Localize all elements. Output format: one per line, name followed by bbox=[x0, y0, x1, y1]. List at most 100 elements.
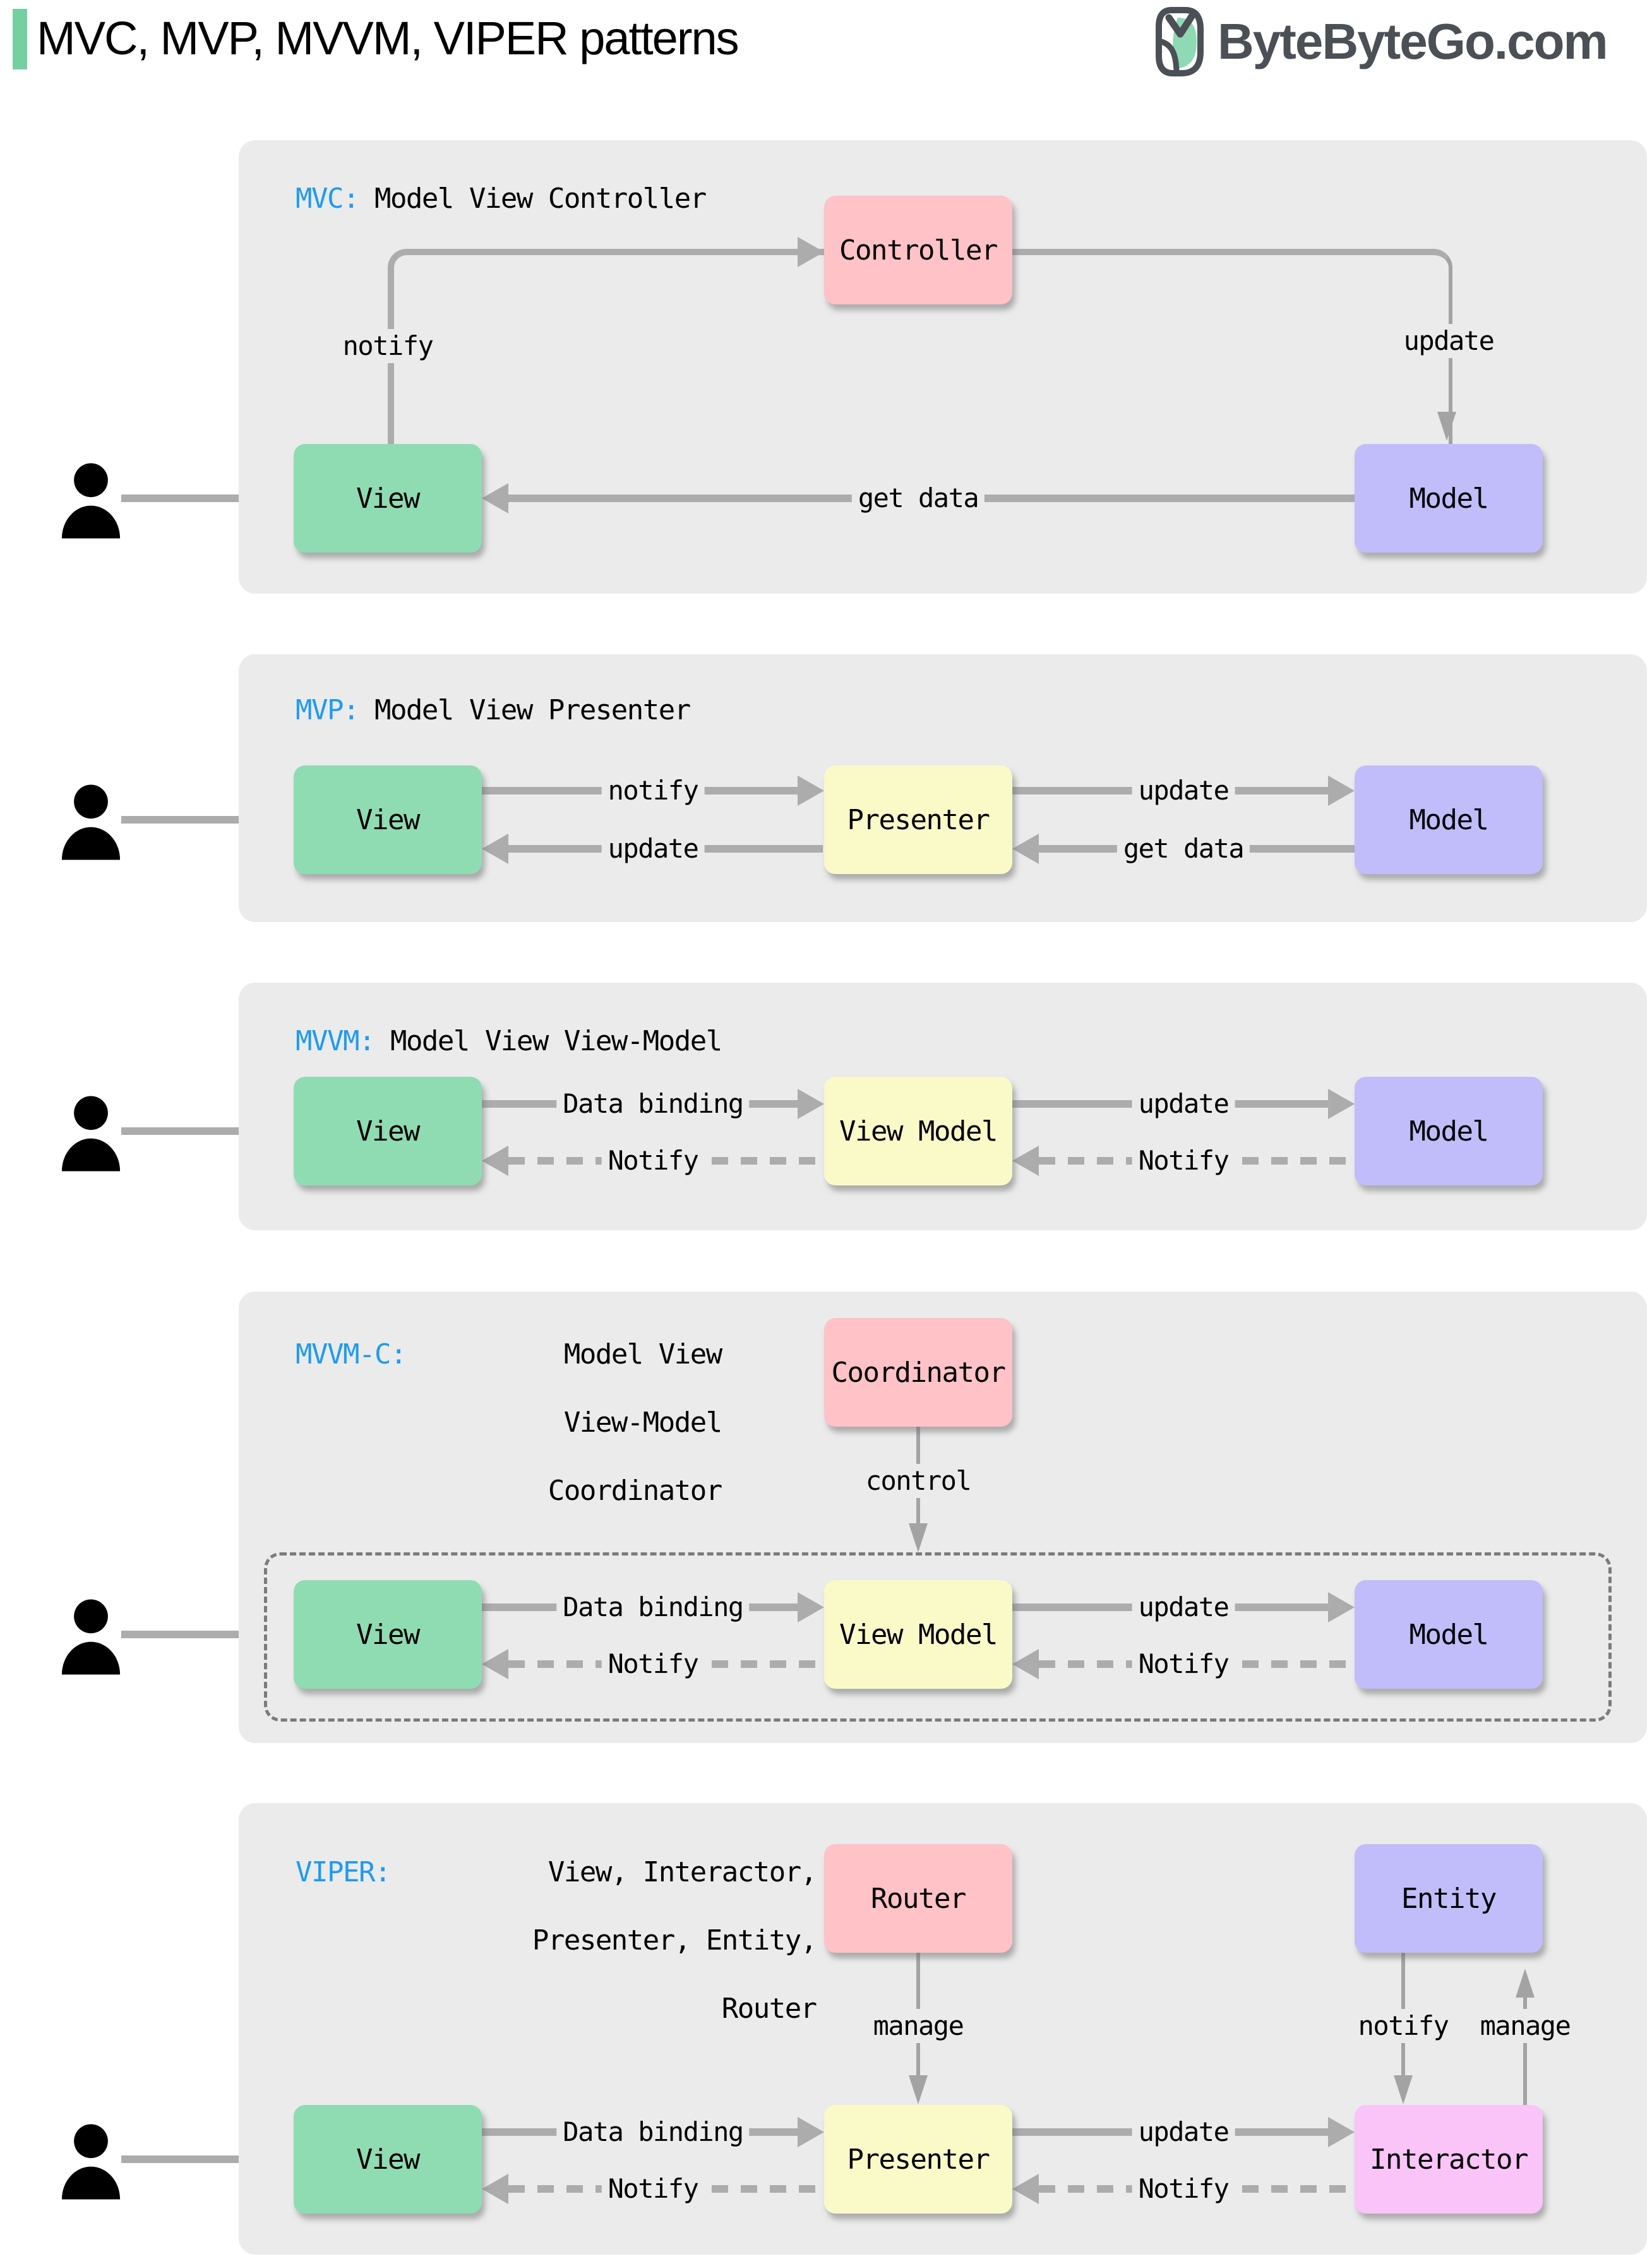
edge-label: Notify bbox=[601, 2172, 705, 2206]
edge-label: Notify bbox=[601, 1647, 705, 1681]
arrow-line bbox=[121, 495, 267, 502]
pattern-name: Model View View-Model Coordinator bbox=[422, 1338, 722, 1508]
arrowhead-left bbox=[1012, 1146, 1039, 1176]
edge-label: Notify bbox=[1132, 1647, 1235, 1681]
box-entity: Entity bbox=[1355, 1844, 1543, 1953]
arrowhead-right bbox=[798, 1592, 824, 1622]
user-icon bbox=[61, 784, 121, 860]
pattern-abbr: VIPER: bbox=[296, 1856, 406, 1888]
panel-mvp-title: MVP: Model View Presenter bbox=[296, 693, 691, 728]
title-accent-bar bbox=[13, 9, 27, 69]
panel-mvvm: MVVM: Model View View-Model Data binding… bbox=[239, 983, 1647, 1230]
edge-label: notify bbox=[601, 774, 705, 808]
panel-mvp: MVP: Model View Presenter notify update … bbox=[239, 654, 1647, 922]
arrow-line bbox=[121, 1631, 267, 1638]
arrowhead-right bbox=[798, 776, 824, 806]
arrowhead-down bbox=[909, 1523, 928, 1552]
edge-label: update bbox=[1132, 1087, 1235, 1121]
box-presenter: Presenter bbox=[824, 765, 1012, 874]
box-view: View bbox=[294, 1077, 482, 1185]
arrow-elbow bbox=[1012, 249, 1452, 450]
edge-label: get data bbox=[1116, 832, 1250, 866]
arrowhead-right bbox=[1328, 2117, 1355, 2147]
edge-label: Notify bbox=[1132, 2172, 1235, 2206]
logo-text: ByteByteGo.com bbox=[1218, 13, 1608, 69]
box-view: View bbox=[294, 1580, 482, 1689]
edge-label: Data binding bbox=[556, 2115, 750, 2149]
box-view: View bbox=[294, 444, 482, 553]
box-view-model: View Model bbox=[824, 1580, 1012, 1689]
user-icon bbox=[61, 2124, 121, 2200]
arrowhead-left bbox=[1012, 2174, 1039, 2204]
edge-label: update bbox=[601, 832, 705, 866]
arrowhead-right bbox=[798, 1089, 824, 1119]
bytebytego-bird-icon bbox=[1156, 7, 1204, 76]
arrow-line bbox=[121, 816, 267, 824]
pattern-name-line: View, Interactor, bbox=[548, 1856, 817, 1888]
edge-label: Notify bbox=[1132, 1144, 1235, 1178]
pattern-name: Model View View-Model bbox=[390, 1025, 722, 1057]
arrowhead-down bbox=[1394, 2075, 1413, 2104]
box-controller: Controller bbox=[824, 196, 1012, 304]
edge-label: update bbox=[1132, 2115, 1235, 2149]
arrowhead-right bbox=[1328, 776, 1355, 806]
panel-mvvmc: MVVM-C: Model View View-Model Coordinato… bbox=[239, 1292, 1647, 1743]
pattern-name: View, Interactor, Presenter, Entity, Rou… bbox=[406, 1855, 817, 2026]
bytebytego-logo: ByteByteGo.com bbox=[1154, 6, 1608, 77]
panel-viper-title: VIPER: View, Interactor, Presenter, Enti… bbox=[296, 1855, 817, 2026]
edge-label: control bbox=[859, 1464, 978, 1498]
box-view: View bbox=[294, 2105, 482, 2214]
box-coordinator: Coordinator bbox=[824, 1318, 1012, 1427]
arrowhead-left bbox=[482, 834, 508, 864]
arrowhead-left bbox=[482, 1146, 508, 1176]
arrow-line bbox=[1523, 1996, 1527, 2105]
edge-label: get data bbox=[851, 481, 985, 515]
pattern-name-line: Router bbox=[721, 1993, 817, 2025]
user-icon bbox=[61, 1599, 121, 1675]
pattern-name: Model View Controller bbox=[374, 183, 707, 215]
box-model: Model bbox=[1355, 444, 1543, 553]
panel-mvvmc-title: MVVM-C: Model View View-Model Coordinato… bbox=[296, 1338, 722, 1508]
box-interactor: Interactor bbox=[1355, 2105, 1543, 2214]
pattern-abbr: MVC: bbox=[296, 183, 374, 215]
arrow-line bbox=[121, 2155, 267, 2163]
pattern-name-line: Coordinator bbox=[548, 1475, 722, 1507]
pattern-name-line: Presenter, Entity, bbox=[532, 1924, 817, 1957]
pattern-name-line: Model View bbox=[563, 1338, 722, 1370]
pattern-name-line: View-Model bbox=[563, 1406, 722, 1439]
arrowhead-left bbox=[482, 483, 508, 513]
arrowhead-down bbox=[1437, 412, 1456, 441]
edge-label: update bbox=[1132, 1590, 1235, 1624]
edge-label: update bbox=[1132, 774, 1235, 808]
arrowhead-up bbox=[1516, 1969, 1535, 1998]
panel-viper: VIPER: View, Interactor, Presenter, Enti… bbox=[239, 1803, 1647, 2255]
arrow-line bbox=[121, 1127, 267, 1135]
panel-mvvm-title: MVVM: Model View View-Model bbox=[296, 1024, 722, 1058]
box-router: Router bbox=[824, 1844, 1012, 1953]
box-model: Model bbox=[1355, 765, 1543, 874]
box-presenter: Presenter bbox=[824, 2105, 1012, 2214]
pattern-abbr: MVVM-C: bbox=[296, 1338, 422, 1370]
arrowhead-left bbox=[1012, 1649, 1039, 1679]
arrowhead-left bbox=[1012, 834, 1039, 864]
arrowhead-right bbox=[798, 237, 824, 267]
box-view-model: View Model bbox=[824, 1077, 1012, 1185]
edge-label: notify bbox=[336, 329, 440, 363]
arrowhead-down bbox=[909, 2075, 928, 2104]
pattern-name: Model View Presenter bbox=[374, 694, 691, 726]
edge-label: Notify bbox=[601, 1144, 705, 1178]
box-view: View bbox=[294, 765, 482, 874]
arrowhead-right bbox=[1328, 1592, 1355, 1622]
arrowhead-right bbox=[798, 2117, 824, 2147]
mvvm-scope-dashed-border bbox=[264, 1552, 1612, 1722]
pattern-abbr: MVVM: bbox=[296, 1025, 390, 1057]
panel-mvc-title: MVC: Model View Controller bbox=[296, 182, 707, 216]
arrowhead-left bbox=[482, 2174, 508, 2204]
edge-label: notify bbox=[1351, 2009, 1455, 2043]
panel-mvc: MVC: Model View Controller notify update… bbox=[239, 140, 1647, 594]
edge-label: Data binding bbox=[556, 1087, 750, 1121]
edge-label: update bbox=[1397, 324, 1500, 358]
user-icon bbox=[61, 1096, 121, 1172]
arrowhead-left bbox=[482, 1649, 508, 1679]
